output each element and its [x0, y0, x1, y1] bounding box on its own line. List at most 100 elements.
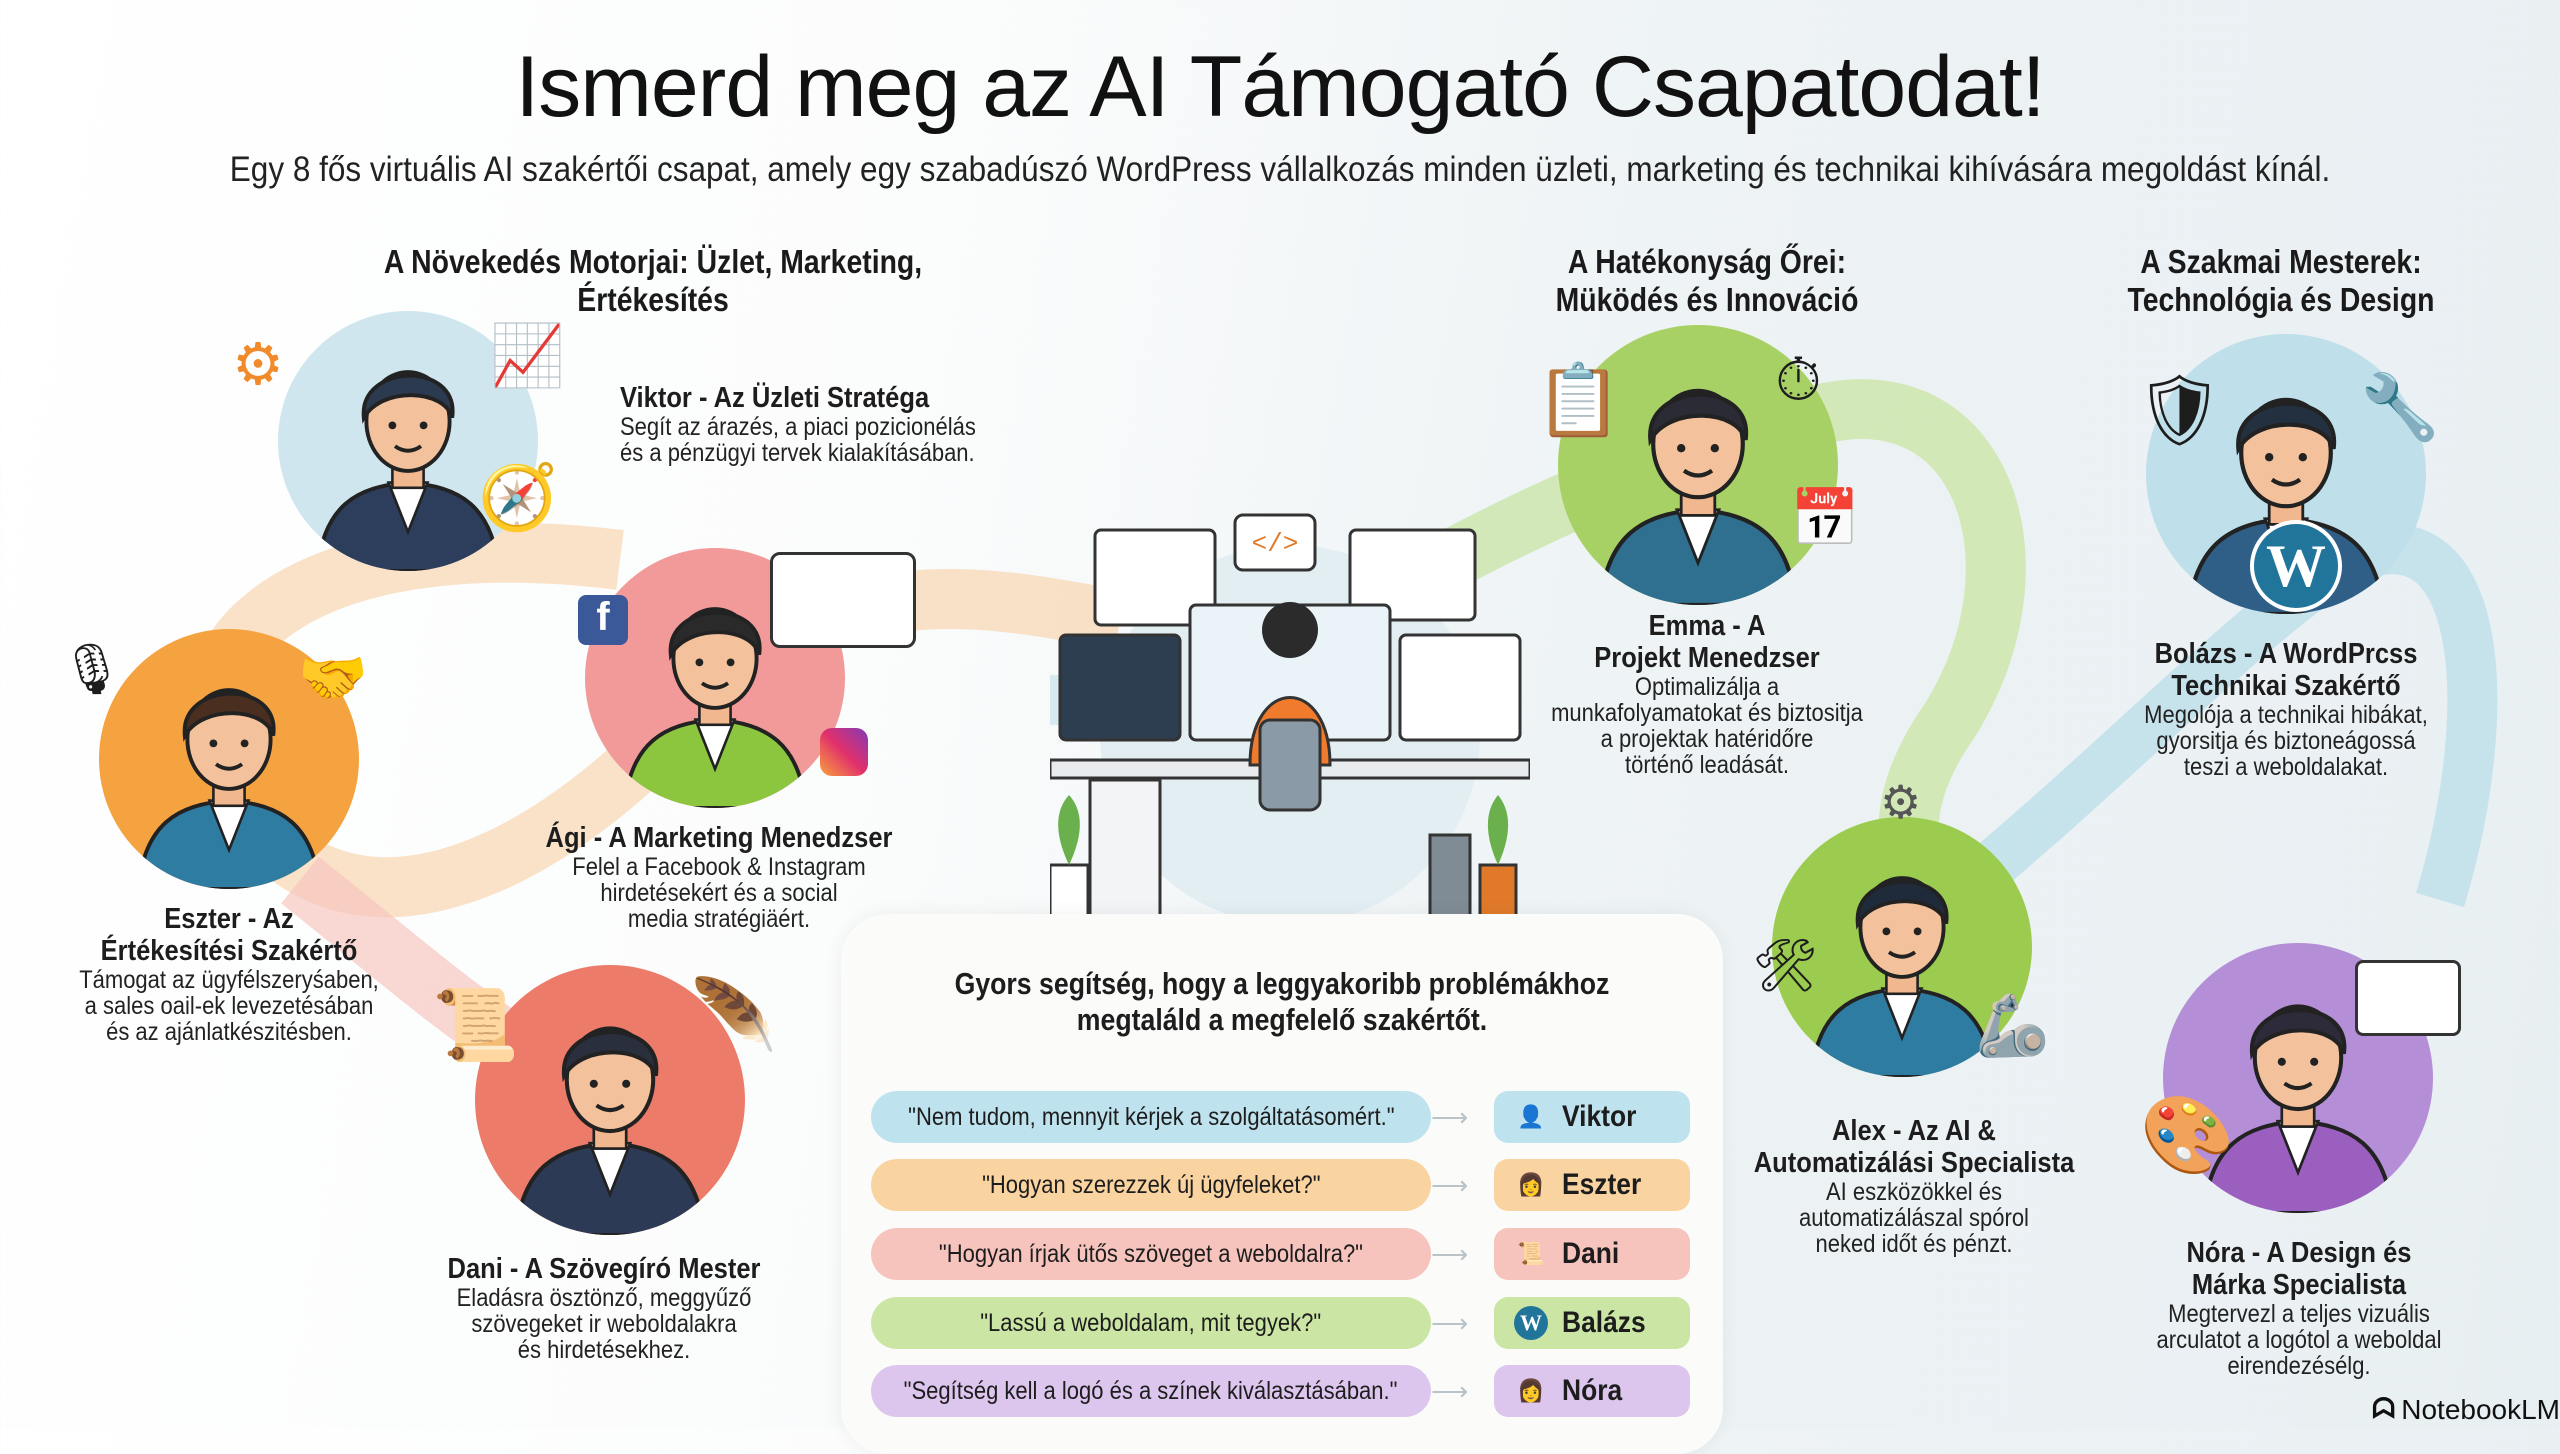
viktor-avatar: [278, 311, 538, 571]
nora-name-1: Nóra - A Design és: [2186, 1237, 2412, 1269]
stopwatch-icon: ⏱: [1775, 346, 1822, 413]
help-question[interactable]: "Hogyan írjak ütős szöveget a weboldalra…: [871, 1228, 1431, 1280]
help-question[interactable]: "Nem tudom, mennyit kérjek a szolgáltatá…: [871, 1091, 1431, 1143]
growth-chart-icon: 📈: [490, 322, 565, 389]
emma-desc-1: Optimalizálja a: [1634, 673, 1780, 701]
wrench-icon: 🔧: [2360, 371, 2440, 443]
help-row: "Segítség kell a logó és a színek kivála…: [871, 1365, 1713, 1417]
scroll-icon: 📜: [432, 986, 520, 1064]
emma-desc-3: a projektak hatéridőre: [1600, 725, 1814, 753]
compass-icon: 🧭: [478, 461, 558, 533]
arrow-right-icon: ⟶: [1431, 1376, 1469, 1406]
help-expert-name: Balázs: [1562, 1306, 1646, 1339]
arrow-right-icon: ⟶: [1431, 1170, 1469, 1200]
section-masters-line1: A Szakmai Mesterek:: [2140, 243, 2422, 280]
balazs-name-1: Bolázs - A WordPrcss: [2154, 638, 2418, 670]
help-expert-button[interactable]: W Balázs: [1494, 1297, 1690, 1349]
help-expert-button[interactable]: 👩Nóra: [1494, 1365, 1690, 1417]
agi-name: Ági - A Marketing Menedzser: [545, 822, 893, 854]
clipboard-checklist-icon: 📋: [1535, 361, 1623, 439]
social-post-icon: [770, 552, 916, 648]
help-row: "Nem tudom, mennyit kérjek a szolgáltatá…: [871, 1091, 1713, 1143]
help-question[interactable]: "Lassú a weboldalam, mit tegyek?": [871, 1297, 1431, 1349]
instagram-icon: [820, 728, 868, 776]
help-expert-name: Viktor: [1562, 1100, 1637, 1133]
dani-desc-1: Eladásra ösztönző, meggyűző: [456, 1284, 752, 1312]
scroll-quill-icon: 📜: [1517, 1241, 1545, 1266]
alex-desc-2: automatizálászal spórol: [1799, 1204, 2029, 1232]
help-expert-button[interactable]: 👤 Viktor: [1494, 1091, 1690, 1143]
help-question-text: "Lassú a weboldalam, mit tegyek?": [980, 1308, 1322, 1337]
balazs-card: Bolázs - A WordPrcss Technikai Szakértő …: [2086, 638, 2486, 780]
agi-desc-1: Felel a Facebook & Instagram: [572, 853, 866, 881]
tools-icon: 🛠: [1752, 937, 1819, 995]
page-title: Ismerd meg az AI Támogató Csapatodat!: [515, 39, 2045, 135]
gear-icon: ⚙: [232, 332, 284, 397]
svg-text:</>: </>: [1252, 529, 1299, 559]
dani-desc-3: és hirdetésekhez.: [517, 1336, 691, 1364]
alex-name-2: Automatizálási Specialista: [1753, 1147, 2075, 1179]
web-layout-icon: [2355, 960, 2461, 1036]
viktor-name: Viktor - Az Üzleti Stratéga: [620, 382, 930, 414]
shield-check-icon: 🛡: [2135, 371, 2224, 449]
quick-help-title-line1: Gyors segítség, hogy a leggyakoribb prob…: [954, 966, 1610, 1001]
emma-name-2: Projekt Menedzser: [1594, 642, 1820, 674]
section-efficiency-heading: A Hatékonyság Őrei: Müködés és Innováció: [1449, 243, 1965, 319]
help-row: "Hogyan szerezzek új ügyfeleket?" ⟶ 👩Eszte…: [871, 1159, 1713, 1211]
eszter-card: Eszter - Az Értékesítési Szakértő Támoga…: [29, 903, 429, 1045]
nora-name-2: Márka Specialista: [2191, 1269, 2407, 1301]
agi-desc-2: hirdetésekért és a social: [600, 879, 838, 907]
notebooklm-label: NotebookLM: [2401, 1393, 2560, 1425]
help-expert-name: Dani: [1562, 1237, 1620, 1270]
section-efficiency-line2: Müködés és Innováció: [1555, 281, 1859, 318]
viktor-desc-2: és a pénzügyi tervek kialakításában.: [620, 439, 975, 467]
dani-avatar: [475, 965, 745, 1235]
arrow-right-icon: ⟶: [1431, 1102, 1469, 1132]
help-question-text: "Hogyan szerezzek új ügyfeleket?": [981, 1170, 1321, 1199]
agi-card: Ági - A Marketing Menedzser Felel a Face…: [519, 822, 919, 932]
emma-card: Emma - A Projekt Menedzser Optimalizálja…: [1507, 610, 1907, 778]
robot-arm-icon: 🦾: [1975, 992, 2050, 1059]
quick-help-panel: Gyors segítség, hogy a leggyakoribb prob…: [841, 914, 1723, 1454]
notebooklm-brand: ᗣ NotebookLM: [2372, 1393, 2560, 1426]
balazs-desc-2: gyorsitja és biztoneágossá: [2156, 727, 2416, 755]
help-question[interactable]: "Hogyan szerezzek új ügyfeleket?": [871, 1159, 1431, 1211]
dani-desc-2: szövegeket ir weboldalakra: [471, 1310, 737, 1338]
paint-palette-icon: 🎨: [2140, 1093, 2235, 1178]
balazs-desc-3: teszi a weboldalakat.: [2183, 753, 2389, 781]
help-question[interactable]: "Segítség kell a logó és a színek kivála…: [871, 1365, 1431, 1417]
woman-icon: 👩: [1517, 1378, 1545, 1403]
agi-desc-3: media stratégiäért.: [627, 905, 811, 933]
section-masters-line2: Technológia és Design: [2127, 281, 2435, 318]
arrow-right-icon: ⟶: [1431, 1308, 1469, 1338]
section-masters-heading: A Szakmai Mesterek: Technológia és Desig…: [2023, 243, 2539, 319]
nora-desc-1: Megtervezl a teljes vizuális: [2168, 1300, 2430, 1328]
eszter-avatar: [99, 629, 359, 889]
wordpress-icon: W: [1514, 1306, 1548, 1340]
help-row: "Hogyan írjak ütős szöveget a weboldalra…: [871, 1228, 1713, 1280]
alex-desc-1: AI eszközökkel és: [1825, 1178, 2003, 1206]
alex-card: Alex - Az AI & Automatizálási Specialist…: [1714, 1115, 2114, 1257]
dani-card: Dani - A Szövegíró Mester Eladásra ösztö…: [404, 1253, 804, 1363]
eszter-name-1: Eszter - Az: [164, 903, 294, 935]
emma-name-1: Emma - A: [1648, 610, 1766, 642]
gear-icon: ⚙: [1880, 776, 1922, 828]
person-icon: 👤: [1517, 1104, 1545, 1129]
dani-name: Dani - A Szövegíró Mester: [447, 1253, 761, 1285]
emma-desc-2: munkafolyamatokat és biztositja: [1551, 699, 1863, 727]
help-question-text: "Hogyan írjak ütős szöveget a weboldalra…: [938, 1239, 1364, 1268]
facebook-icon: f: [578, 595, 628, 645]
balazs-desc-1: Megolója a technikai hibákat,: [2144, 701, 2428, 729]
handshake-icon: 🤝: [298, 646, 368, 709]
help-question-text: "Nem tudom, mennyit kérjek a szolgáltatá…: [907, 1102, 1395, 1131]
alex-avatar: [1772, 817, 2032, 1077]
viktor-desc-1: Segít az árazés, a piaci pozicionélás: [620, 413, 976, 441]
help-expert-button[interactable]: 👩Eszter: [1494, 1159, 1690, 1211]
nora-desc-3: eirendezésélg.: [2227, 1352, 2371, 1380]
page-subtitle: Egy 8 fős virtuális AI szakértői csapat,…: [229, 150, 2331, 189]
help-expert-name: Eszter: [1562, 1168, 1642, 1201]
alex-desc-3: neked időt és pénzt.: [1815, 1230, 2013, 1258]
wordpress-logo-icon: W: [2250, 520, 2342, 612]
section-efficiency-line1: A Hatékonyság Őrei:: [1567, 243, 1847, 280]
help-expert-button[interactable]: 📜 Dani: [1494, 1228, 1690, 1280]
